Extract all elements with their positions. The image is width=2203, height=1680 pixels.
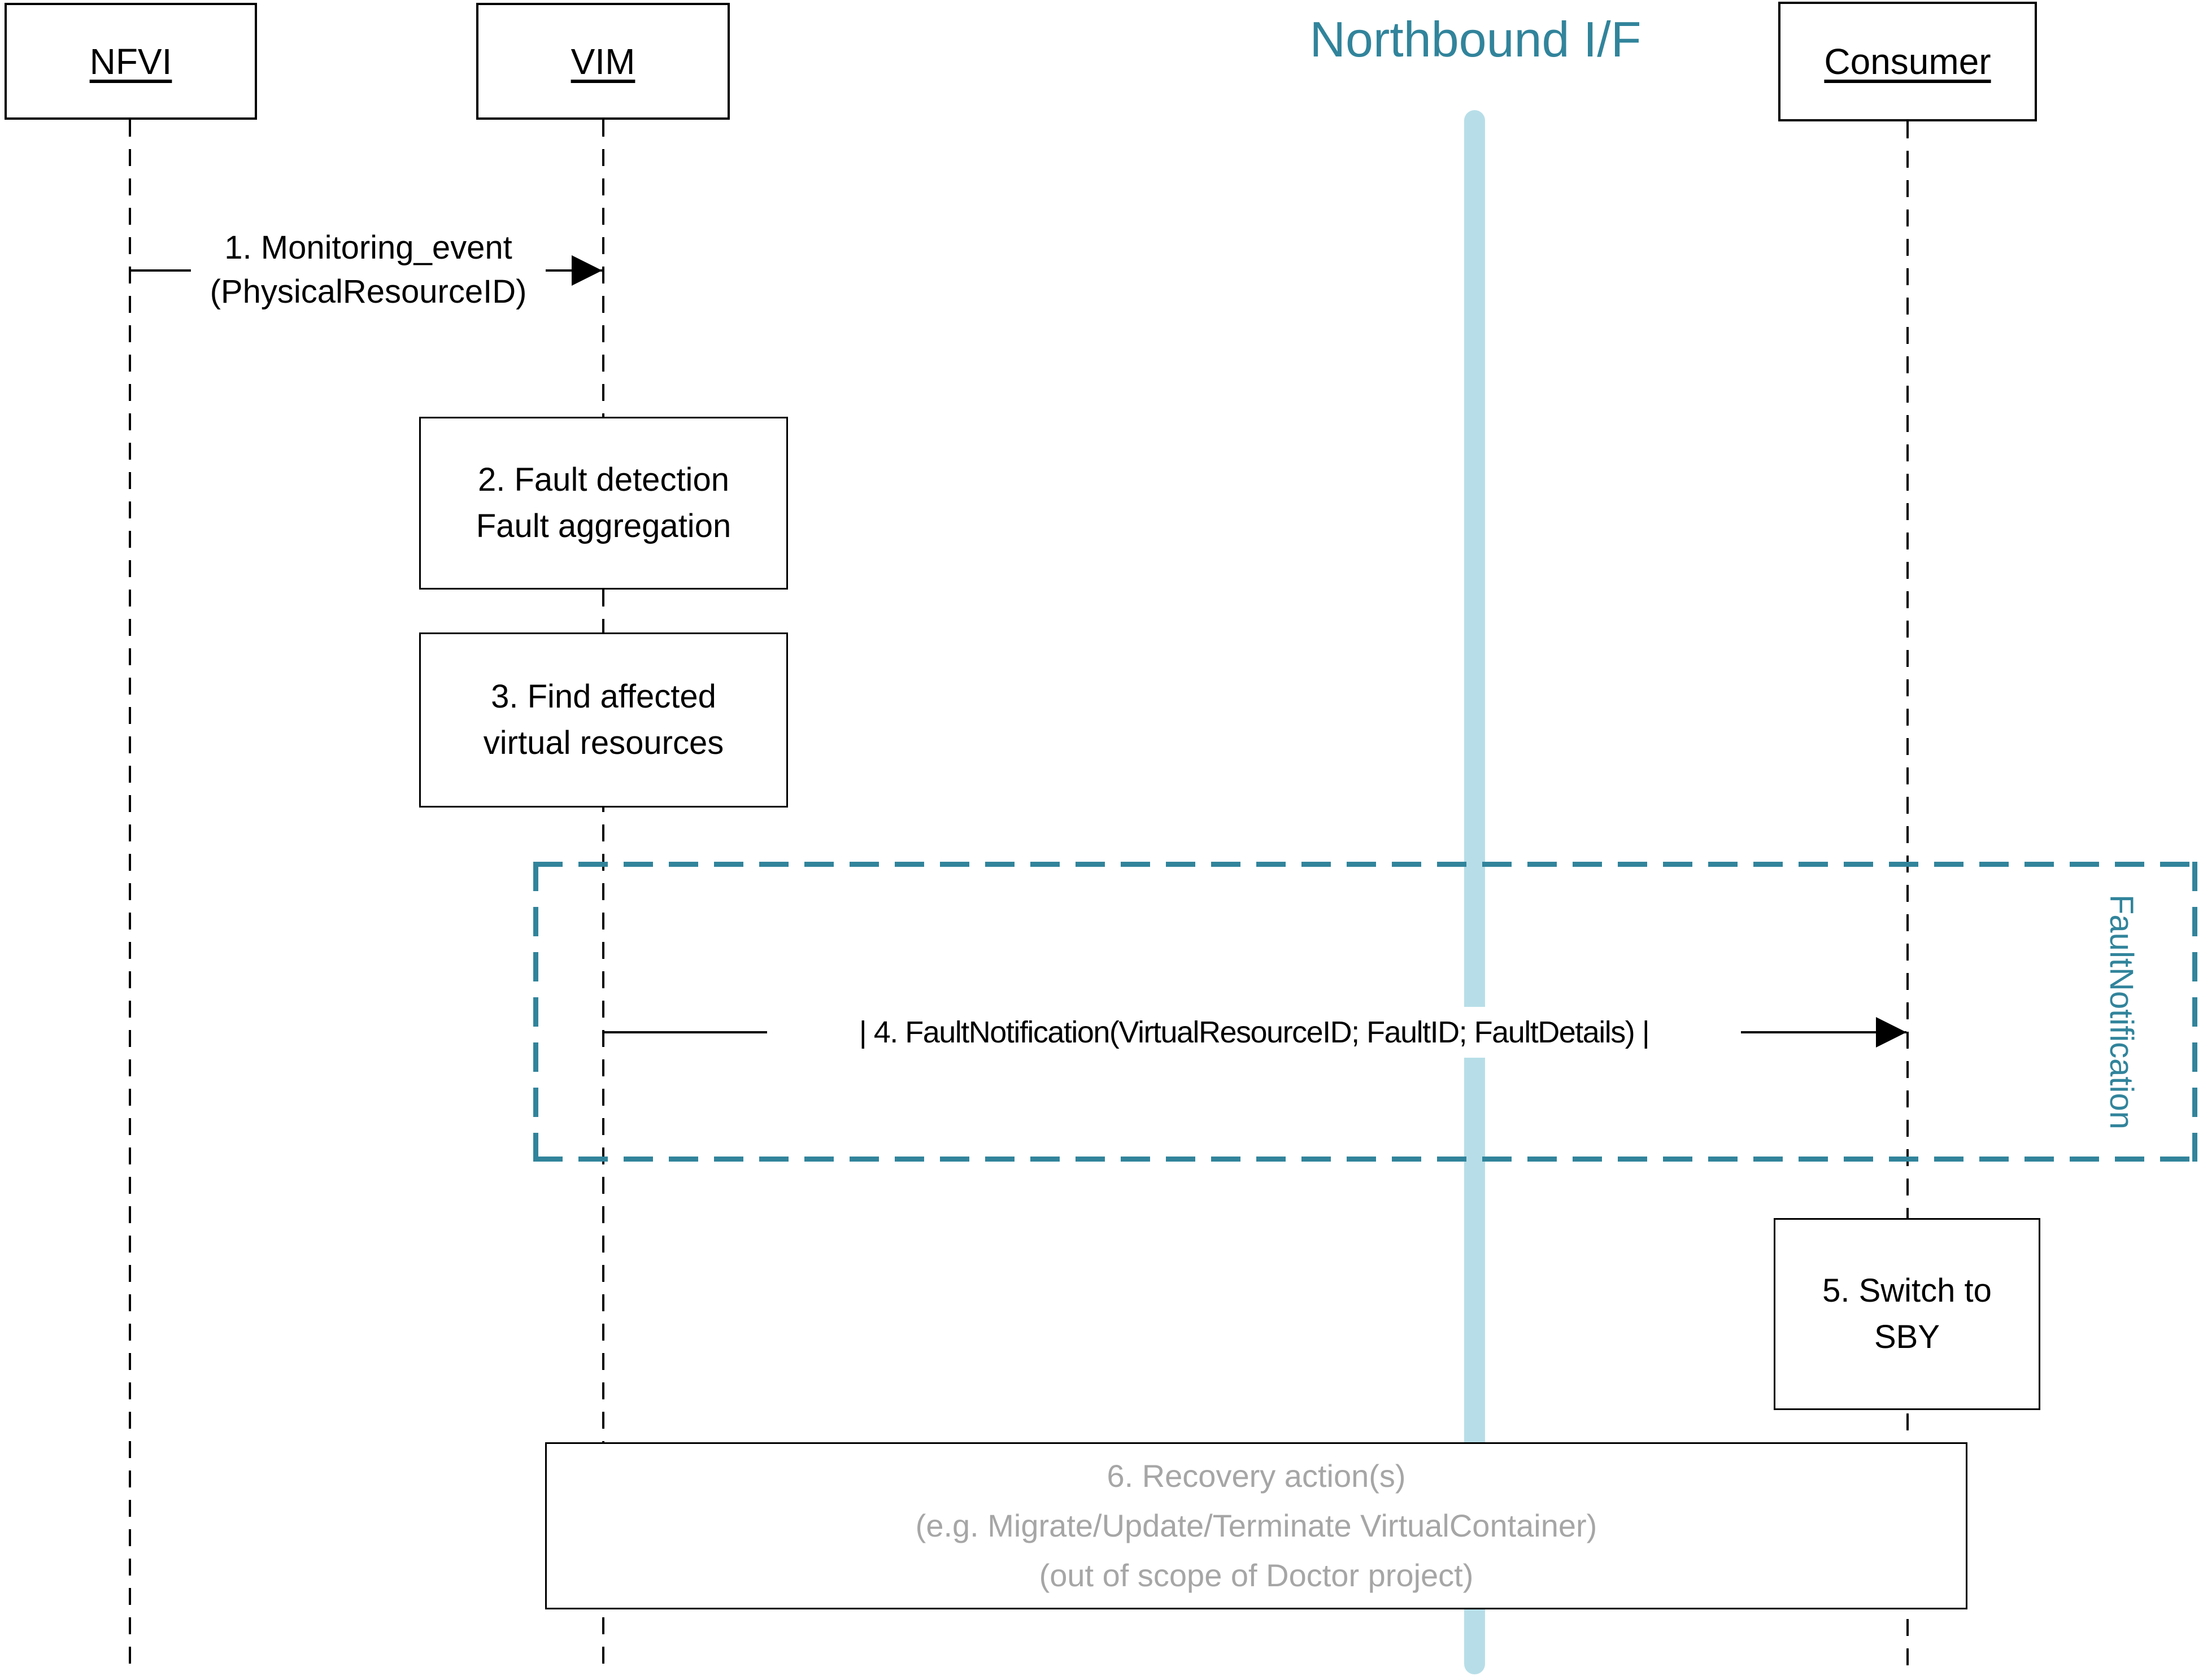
fault-notification-frame-bottom [533, 1157, 2197, 1162]
lifeline-label-vim: VIM [571, 41, 635, 82]
step-6-recovery-box: 6. Recovery action(s) (e.g. Migrate/Upda… [545, 1442, 1967, 1609]
lifeline-nfvi [129, 120, 131, 1669]
message-4-arrowhead-icon [1876, 1017, 1906, 1048]
message-1-arrowhead-icon [572, 255, 602, 286]
step-2-text-line1: 2. Fault detection [478, 461, 729, 498]
message-1-text-line2: (PhysicalResourceID) [210, 273, 527, 310]
step-3-find-affected-box: 3. Find affected virtual resources [419, 632, 788, 808]
lifeline-head-vim: VIM [476, 3, 730, 120]
step-5-text-line2: SBY [1874, 1319, 1940, 1355]
fault-notification-frame-right [2192, 862, 2197, 1162]
step-3-text-line2: virtual resources [483, 725, 724, 761]
step-2-text-line2: Fault aggregation [476, 508, 732, 544]
step-3-text-line1: 3. Find affected [491, 678, 716, 715]
lifeline-label-nfvi: NFVI [89, 41, 172, 82]
northbound-interface-title: Northbound I/F [1309, 11, 1642, 67]
message-1-text-line1: 1. Monitoring_event [224, 229, 512, 266]
step-5-text-line1: 5. Switch to [1822, 1272, 1992, 1309]
fault-notification-frame-top [533, 862, 2197, 867]
frame-label-line2: Notification [2103, 967, 2140, 1129]
frame-label-line1: Fault [2103, 894, 2140, 967]
lifeline-consumer [1906, 121, 1909, 1669]
lifeline-head-consumer: Consumer [1778, 2, 2037, 121]
lifeline-vim [602, 120, 604, 1669]
fault-notification-frame-label: Fault Notification [2065, 867, 2178, 1156]
lifeline-head-nfvi: NFVI [5, 3, 257, 120]
message-4-label: | 4. FaultNotification(VirtualResourceID… [767, 1007, 1741, 1058]
lifeline-label-consumer: Consumer [1824, 41, 1991, 82]
step-5-switch-to-sby-box: 5. Switch to SBY [1774, 1218, 2040, 1410]
message-1-label: 1. Monitoring_event (PhysicalResourceID) [191, 226, 546, 314]
northbound-interface-bar [1464, 110, 1485, 1674]
step-6-text-line3: (out of scope of Doctor project) [1039, 1557, 1474, 1593]
step-6-text-line1: 6. Recovery action(s) [1107, 1458, 1406, 1494]
step-2-fault-detection-box: 2. Fault detection Fault aggregation [419, 417, 788, 590]
fault-notification-frame-left [533, 862, 538, 1162]
step-6-text-line2: (e.g. Migrate/Update/Terminate VirtualCo… [915, 1508, 1597, 1543]
